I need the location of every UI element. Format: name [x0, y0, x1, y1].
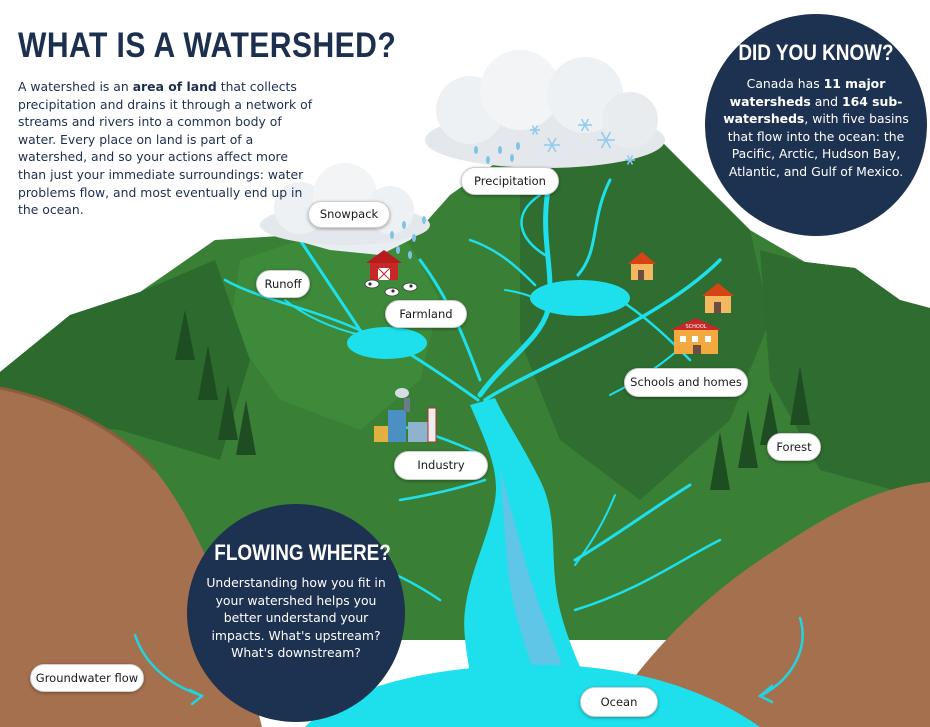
page-title: WHAT IS A WATERSHED?	[18, 26, 397, 65]
label-runoff: Runoff	[256, 270, 310, 298]
school-sign: SCHOOL	[685, 324, 706, 330]
did-you-know-title: DID YOU KNOW?	[738, 40, 894, 65]
cows-icon	[364, 279, 418, 297]
factory-icon	[374, 388, 437, 443]
groundwater-arrow-icon	[757, 616, 804, 704]
main-river	[464, 398, 610, 727]
lake-lower	[347, 327, 427, 359]
label-ocean: Ocean	[580, 687, 658, 717]
intro-paragraph: A watershed is an area of land that coll…	[18, 79, 313, 218]
did-you-know-callout: DID YOU KNOW? Canada has 11 major waters…	[705, 14, 927, 236]
lake-upper	[530, 280, 630, 316]
house-icon	[702, 283, 734, 313]
cloud-precipitation	[425, 50, 665, 168]
label-schools-and-homes: Schools and homes	[624, 368, 748, 397]
trees	[175, 310, 810, 490]
flowing-where-callout: FLOWING WHERE? Understanding how you fit…	[187, 504, 405, 722]
label-forest: Forest	[767, 433, 821, 461]
house-icon	[628, 252, 656, 280]
label-snowpack: Snowpack	[308, 201, 390, 228]
label-farmland: Farmland	[385, 300, 467, 328]
did-you-know-body: Canada has 11 major watersheds and 164 s…	[723, 76, 909, 179]
snowflakes	[530, 118, 635, 165]
label-industry: Industry	[394, 451, 488, 480]
groundwater-arrow-icon	[133, 633, 205, 706]
label-groundwater-flow: Groundwater flow	[30, 664, 144, 692]
school-icon: SCHOOL	[670, 318, 722, 354]
barn-icon	[366, 250, 402, 281]
label-precipitation: Precipitation	[461, 167, 559, 195]
flowing-where-body: Understanding how you fit in your waters…	[206, 575, 386, 661]
flowing-where-title: FLOWING WHERE?	[214, 540, 391, 565]
